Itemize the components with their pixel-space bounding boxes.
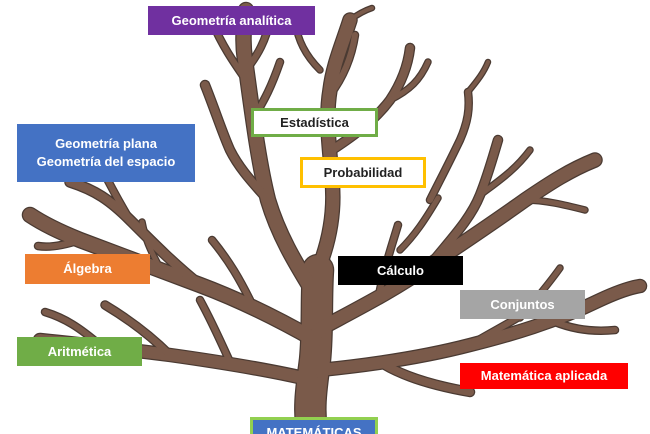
branch	[197, 297, 233, 365]
branch	[311, 13, 357, 277]
label-algebra: Álgebra	[25, 254, 150, 284]
branch	[376, 358, 474, 396]
branch	[397, 195, 441, 253]
label-probabilidad: Probabilidad	[300, 157, 426, 188]
label-estadistica: Estadística	[251, 108, 378, 137]
branch	[201, 81, 272, 204]
branch	[101, 301, 174, 359]
label-geometria-plana-espacio: Geometría plana Geometría del espacio	[17, 124, 195, 182]
label-conjuntos: Conjuntos	[460, 290, 585, 319]
branch	[348, 6, 374, 22]
branch	[522, 197, 588, 213]
branch	[466, 60, 490, 94]
branch	[387, 59, 431, 103]
label-geometria-espacio: Geometría del espacio	[36, 154, 176, 169]
branch	[311, 153, 602, 337]
label-geometria-analitica: Geometría analítica	[148, 6, 315, 35]
branch	[35, 237, 83, 250]
branch	[236, 3, 325, 307]
label-matematicas-root: MATEMÁTICAS	[250, 417, 378, 434]
label-calculo: Cálculo	[338, 256, 463, 285]
label-aritmetica: Aritmética	[17, 337, 142, 366]
branch	[427, 89, 472, 203]
branch	[209, 237, 253, 303]
branch	[552, 319, 618, 334]
branch	[327, 32, 358, 98]
branch	[139, 219, 163, 271]
label-matematica-aplicada: Matemática aplicada	[460, 363, 628, 389]
branch	[477, 147, 533, 198]
label-geometria-plana: Geometría plana	[55, 136, 157, 151]
